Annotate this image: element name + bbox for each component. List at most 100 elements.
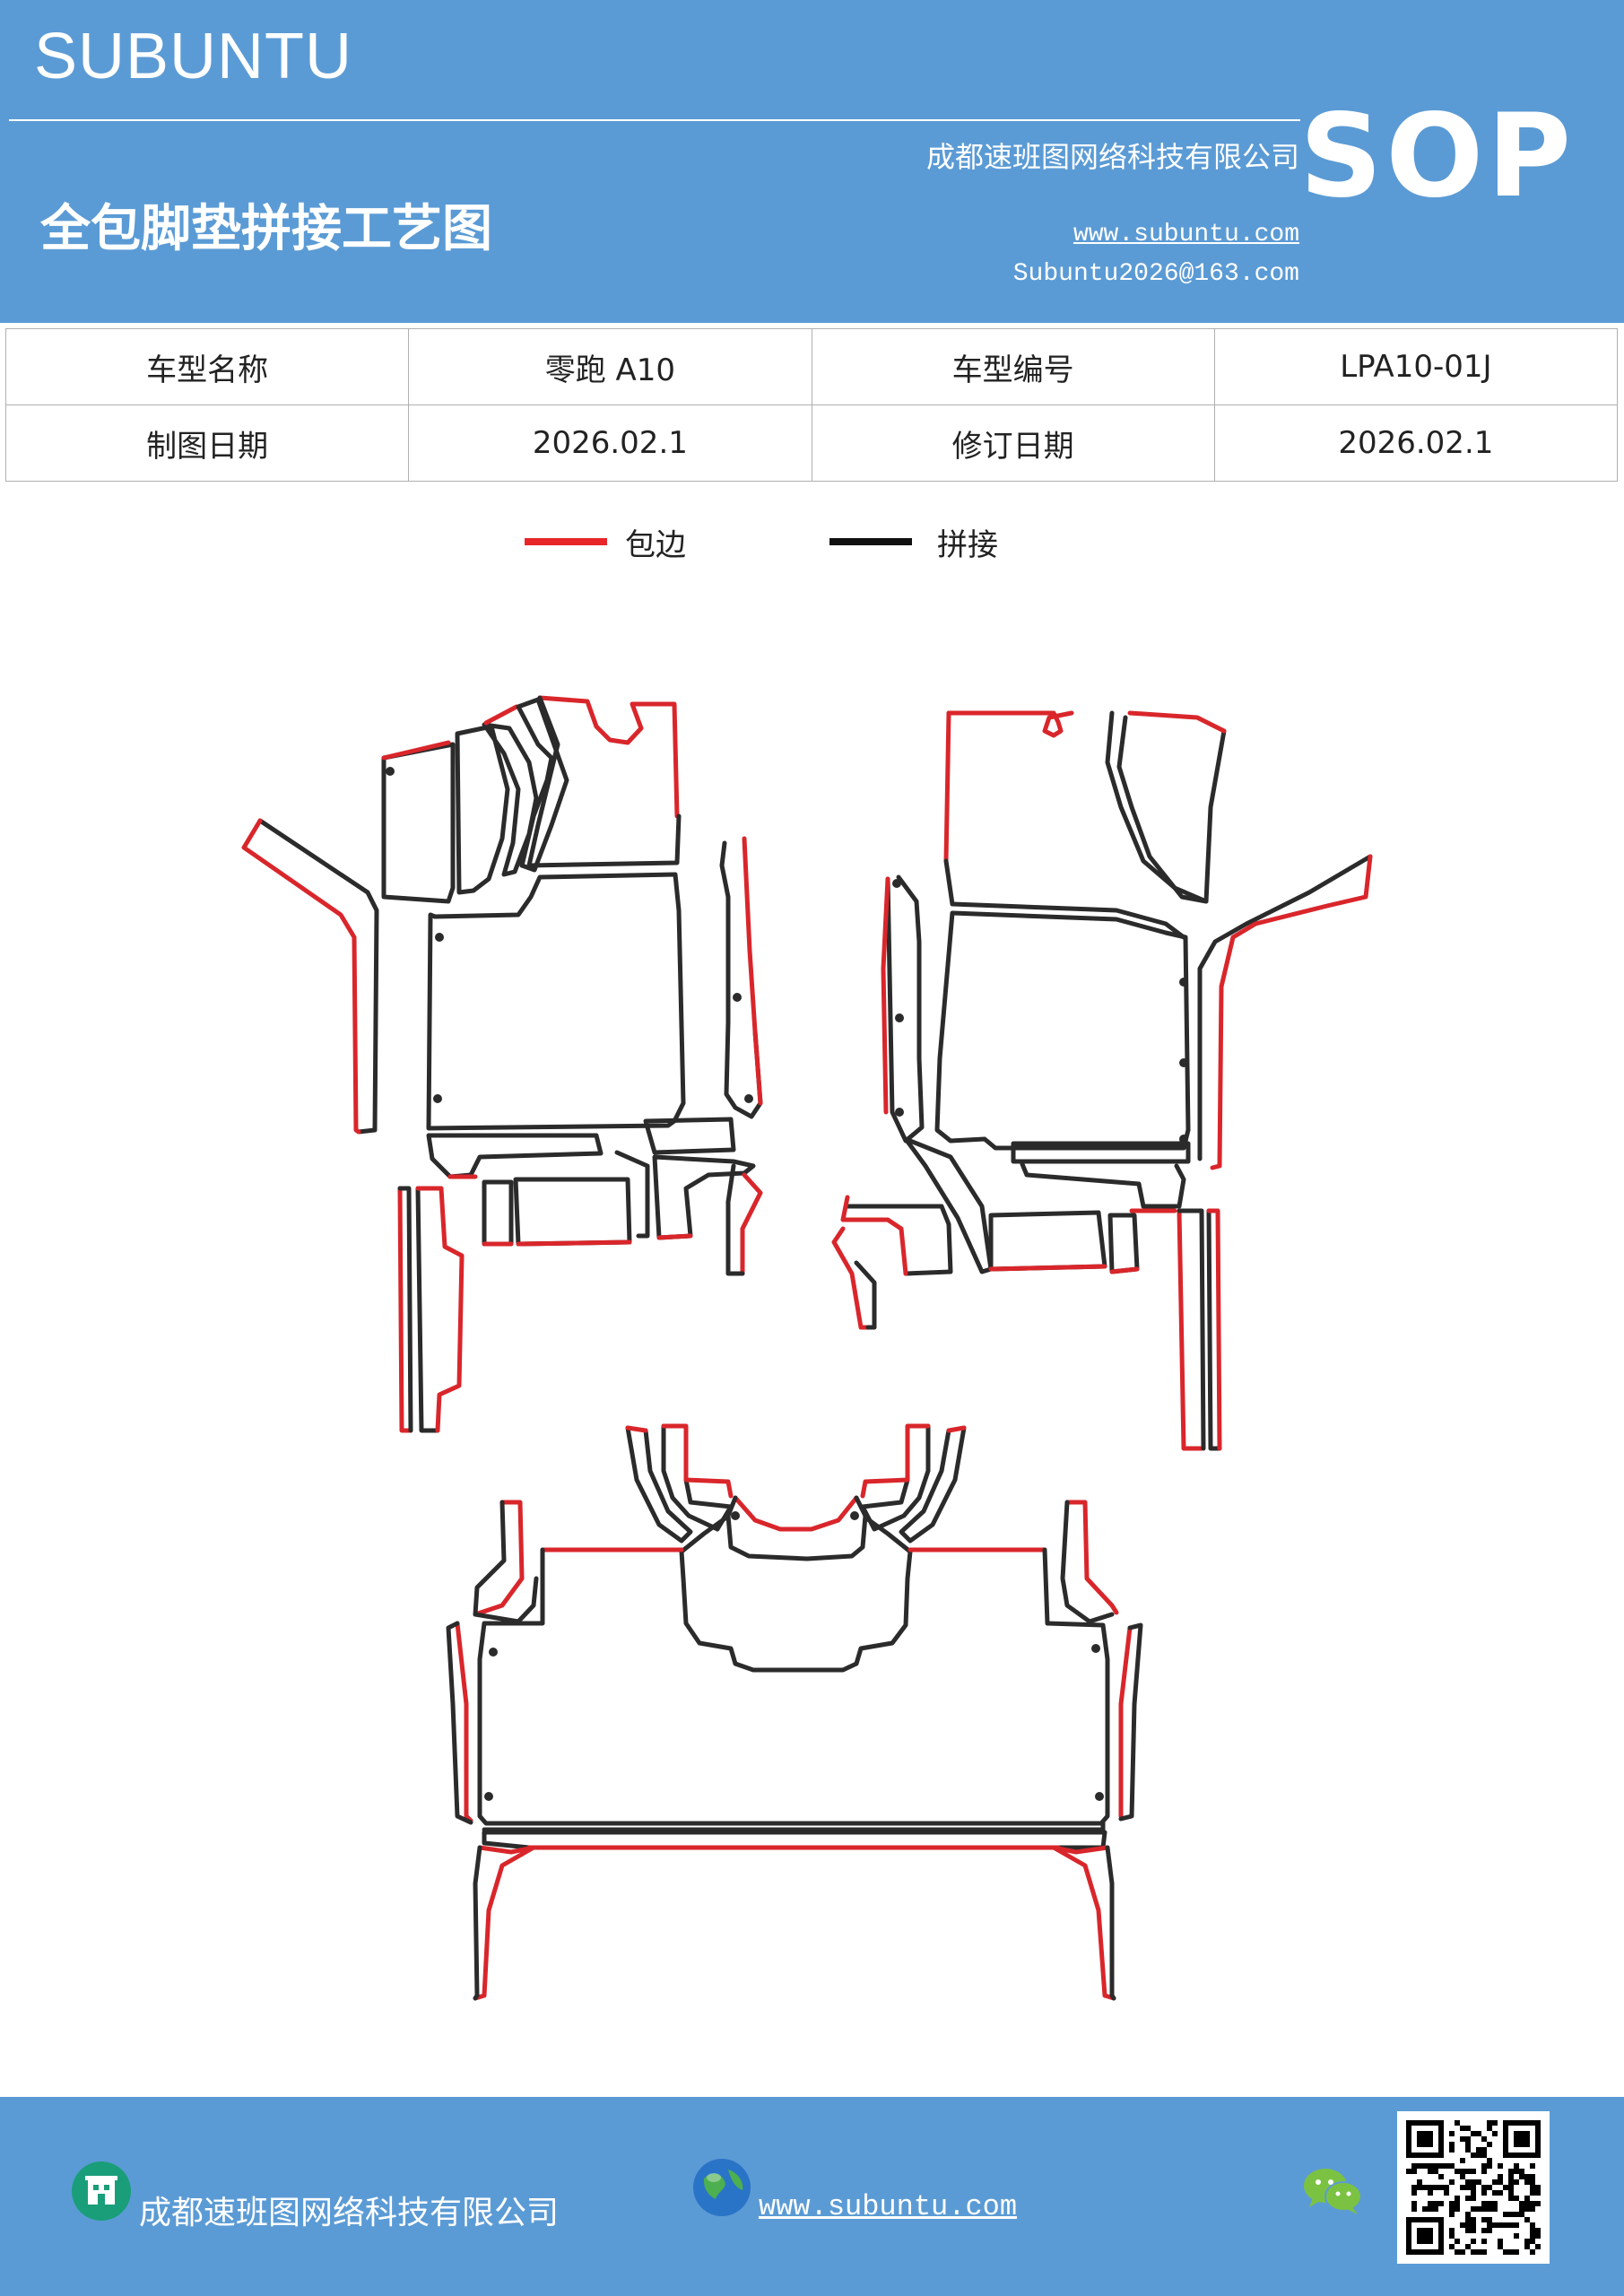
info-table: 车型名称 零跑 A10 车型编号 LPA10-01J 制图日期 2026.02.…: [4, 328, 1619, 482]
qr-code: [1397, 2111, 1550, 2264]
mat-layout-drawing: [241, 695, 1373, 2001]
mat-piece: [1107, 1213, 1140, 1274]
mat-piece: [426, 1133, 604, 1179]
building-icon: [72, 2161, 131, 2221]
mat-piece: [1116, 715, 1209, 904]
mat-piece: [513, 1177, 632, 1247]
mat-piece: [381, 740, 451, 761]
value-draw-date: 2026.02.1: [408, 404, 812, 482]
mat-piece: [988, 1264, 1107, 1272]
mat-piece: [656, 1233, 693, 1240]
mat-piece: [860, 1423, 931, 1499]
mat-piece: [397, 1186, 413, 1433]
rear-mats: [446, 1423, 1143, 2001]
page-header: SUBUNTU 成都速班图网络科技有限公司 全包脚垫拼接工艺图 www.subu…: [0, 0, 1624, 323]
table-row: 制图日期 2026.02.1 修订日期 2026.02.1: [4, 404, 1619, 482]
mat-piece: [892, 879, 901, 888]
mat-piece: [473, 1500, 525, 1617]
legend-swatch-black: [829, 538, 912, 545]
mat-piece: [988, 1210, 1107, 1272]
mat-piece: [473, 1845, 482, 2001]
mat-piece: [1118, 1625, 1133, 1819]
sop-badge: SOP: [1299, 90, 1575, 223]
mat-piece: [652, 1154, 756, 1240]
mat-piece: [946, 710, 1074, 738]
mat-piece: [899, 1425, 967, 1544]
footer-website-link[interactable]: www.subuntu.com: [759, 2190, 1018, 2223]
mat-piece: [241, 818, 361, 1135]
mat-piece: [719, 840, 763, 1119]
mat-piece: [381, 742, 456, 904]
mat-piece: [1206, 1208, 1222, 1451]
mat-piece: [473, 1500, 539, 1624]
mat-piece: [625, 1425, 648, 1433]
mat-piece: [860, 1423, 931, 1532]
mat-piece: [1020, 1161, 1186, 1209]
mat-piece: [661, 1423, 734, 1532]
mat-piece: [455, 1621, 473, 1823]
mat-piece: [1060, 1500, 1115, 1624]
label-revision-date: 修订日期: [811, 404, 1215, 482]
mat-piece: [1179, 978, 1188, 987]
footer-company-name: 成都速班图网络科技有限公司: [139, 2195, 560, 2231]
mat-piece: [1051, 1845, 1116, 2001]
mat-piece: [482, 1179, 514, 1247]
mat-piece: [537, 695, 680, 819]
mat-piece: [1095, 1792, 1104, 1801]
table-row: 车型名称 零跑 A10 车型编号 LPA10-01J: [4, 328, 1619, 405]
mat-piece: [477, 1547, 1110, 1826]
email-address[interactable]: Subuntu2026@163.com: [1012, 260, 1299, 288]
mat-piece: [850, 1511, 859, 1520]
mat-piece: [625, 1425, 693, 1544]
mat-piece: [943, 710, 951, 864]
mat-piece: [661, 1423, 734, 1499]
wechat-icon[interactable]: [1302, 2164, 1365, 2218]
legend-label-edge: 包边: [625, 527, 686, 563]
mat-piece: [1105, 1845, 1116, 2001]
mat-piece: [433, 1094, 442, 1103]
mat-piece: [1179, 1058, 1188, 1067]
mat-piece: [733, 993, 742, 1002]
mat-piece: [1179, 1135, 1188, 1144]
label-model-name: 车型名称: [4, 328, 410, 405]
globe-icon: [693, 2159, 751, 2216]
mat-piece: [386, 767, 395, 776]
mat-piece: [643, 1117, 736, 1155]
mat-piece: [516, 1239, 632, 1247]
mat-piece: [934, 910, 1191, 1151]
mat-piece: [614, 1150, 650, 1239]
label-draw-date: 制图日期: [4, 404, 410, 482]
legend-label-seam: 拼接: [937, 527, 998, 563]
mat-piece: [725, 1163, 745, 1276]
mat-piece: [742, 836, 763, 1106]
mat-piece: [1197, 854, 1373, 1161]
driver-side-mats: [241, 695, 763, 1433]
mat-piece: [1127, 710, 1227, 734]
mat-piece: [725, 1495, 868, 1561]
mat-piece: [946, 1425, 967, 1433]
passenger-side-mats: [831, 710, 1373, 1451]
website-link[interactable]: www.subuntu.com: [1073, 221, 1299, 248]
mat-piece: [885, 874, 925, 1144]
mat-piece: [943, 858, 1186, 940]
mat-piece: [1206, 1208, 1222, 1451]
mat-piece: [397, 1186, 413, 1433]
mat-piece: [733, 1495, 859, 1532]
mat-piece: [415, 1186, 440, 1433]
value-model-code: LPA10-01J: [1213, 328, 1619, 405]
mat-piece: [854, 1260, 877, 1330]
mat-piece: [482, 1820, 1106, 1832]
mat-piece: [482, 722, 539, 877]
mat-piece: [744, 1094, 753, 1103]
mat-piece: [489, 1648, 498, 1657]
mat-piece: [257, 818, 379, 1135]
mat-piece: [1210, 854, 1373, 1170]
mat-piece: [482, 1830, 1107, 1850]
mat-piece: [1091, 1644, 1100, 1653]
mat-piece: [881, 876, 890, 1115]
mat-piece: [516, 697, 569, 873]
mat-piece: [679, 1515, 913, 1673]
mat-piece: [483, 704, 519, 726]
mat-piece: [1118, 1622, 1143, 1822]
page-footer: 成都速班图网络科技有限公司 www.subuntu.com: [0, 2097, 1624, 2296]
